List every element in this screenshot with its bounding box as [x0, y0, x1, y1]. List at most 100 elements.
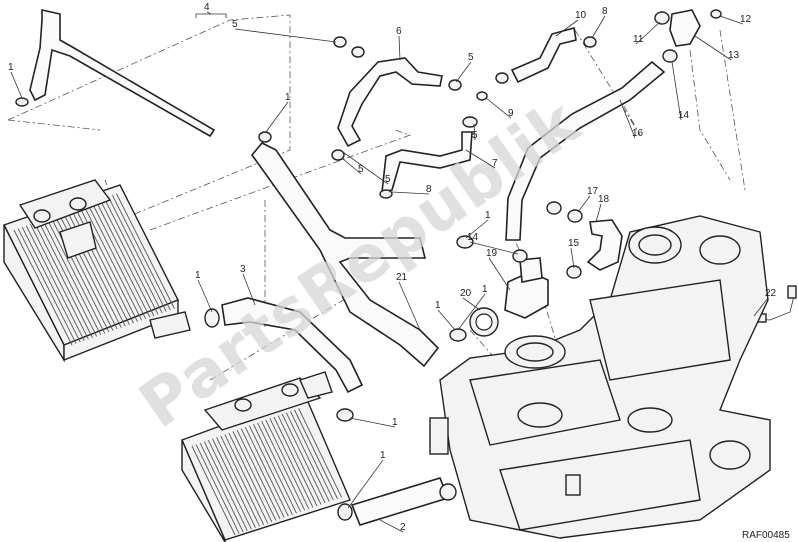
- radiator-fin: [285, 412, 330, 502]
- leader-line-1: [347, 459, 384, 509]
- radiator-fin: [87, 203, 147, 320]
- leader-line-5: [339, 149, 389, 185]
- callout-20: 20: [460, 288, 472, 299]
- callout-21: 21: [396, 272, 408, 283]
- callout-labels: 1111111123455555678891011121314141516171…: [8, 2, 777, 533]
- radiator-fin: [244, 426, 289, 517]
- leader-line-21: [398, 281, 421, 331]
- radiator-fin: [273, 416, 318, 507]
- callout-5: 5: [468, 52, 474, 63]
- radiator-fin: [277, 415, 322, 505]
- leader-line-1: [197, 279, 213, 313]
- radiator-fin: [195, 444, 240, 534]
- callout-14: 14: [678, 110, 690, 121]
- engine-block: [429, 215, 771, 539]
- coolant-hoses: [29, 9, 797, 526]
- leader-line-14: [469, 241, 519, 255]
- leader-line-6: [398, 35, 401, 61]
- radiator-fin: [199, 442, 244, 533]
- leader-line-9: [485, 97, 512, 119]
- callout-15: 15: [568, 238, 580, 249]
- radiator-fin: [298, 408, 343, 498]
- radiator-fin: [34, 222, 93, 338]
- callout-1: 1: [435, 300, 441, 311]
- radiator-fin: [91, 202, 151, 318]
- radiator-fin: [294, 409, 338, 499]
- callout-16: 16: [632, 128, 644, 139]
- callout-8: 8: [602, 6, 608, 17]
- leader-line-13: [694, 35, 732, 61]
- radiator-fin: [103, 197, 163, 314]
- clamps: [15, 9, 722, 521]
- callout-13: 13: [728, 50, 740, 61]
- callout-19: 19: [486, 248, 498, 259]
- callout-14: 14: [467, 232, 479, 243]
- leader-line-15: [570, 247, 575, 269]
- radiator-fin: [99, 199, 159, 315]
- leader-line-16: [619, 99, 636, 139]
- leader-line-19: [488, 257, 511, 291]
- leader-line-5: [234, 28, 337, 43]
- leader-line-12: [719, 15, 744, 25]
- radiator-fin: [220, 435, 265, 526]
- radiator-fin: [107, 196, 167, 312]
- callout-8: 8: [426, 184, 432, 195]
- callout-6: 6: [396, 26, 402, 37]
- callout-2: 2: [400, 522, 406, 533]
- radiator-fin: [25, 225, 85, 341]
- leader-lines: [10, 11, 769, 533]
- leader-line-5: [341, 157, 362, 175]
- leader-line-22: [753, 297, 769, 317]
- radiator-fin: [289, 411, 334, 501]
- callout-1: 1: [285, 92, 291, 103]
- radiator-fin: [240, 428, 285, 518]
- radiator-fin: [17, 228, 77, 344]
- leader-line-11: [635, 21, 661, 45]
- bracket-part-4: [195, 13, 227, 18]
- radiator-fin: [191, 445, 236, 536]
- radiator-fin: [224, 434, 269, 524]
- radiator-fin: [232, 431, 277, 521]
- radiator-fin: [248, 425, 293, 515]
- leader-line-17: [577, 195, 591, 213]
- radiator-fin: [212, 438, 256, 528]
- radiator-fin: [46, 218, 106, 334]
- radiator-fin: [95, 200, 155, 317]
- leader-line-7: [465, 149, 496, 169]
- radiator-fin: [281, 413, 326, 504]
- leader-line-1: [457, 293, 486, 331]
- callout-18: 18: [598, 194, 610, 205]
- callout-5: 5: [232, 19, 238, 30]
- leader-line-10: [555, 19, 579, 37]
- radiator-fin: [13, 229, 73, 346]
- leader-line-1: [349, 417, 396, 428]
- radiator-fin: [257, 422, 302, 512]
- callout-1: 1: [485, 210, 491, 221]
- callout-4: 4: [204, 2, 210, 13]
- callout-11: 11: [633, 34, 644, 45]
- leader-line-1: [10, 71, 23, 99]
- leader-line-20: [462, 297, 481, 311]
- radiator-fin: [38, 221, 98, 337]
- callout-3: 3: [240, 264, 246, 275]
- callout-1: 1: [482, 284, 488, 295]
- leader-line-1: [465, 219, 489, 239]
- leader-line-3: [242, 273, 256, 306]
- callout-17: 17: [587, 186, 599, 197]
- radiator-fin: [29, 223, 89, 340]
- radiator-upper: [3, 179, 191, 363]
- radiator-lower: [181, 371, 351, 542]
- radiator-fin: [207, 440, 252, 530]
- callout-9: 9: [508, 108, 514, 119]
- radiator-fin: [203, 441, 248, 531]
- callout-5: 5: [472, 130, 478, 141]
- radiator-fin: [216, 437, 261, 527]
- callout-5: 5: [358, 164, 364, 175]
- callout-12: 12: [740, 14, 752, 25]
- callout-1: 1: [392, 417, 398, 428]
- reference-code: RAF00485: [742, 530, 790, 541]
- radiator-fin: [21, 226, 81, 343]
- radiator-fin: [83, 205, 143, 321]
- radiator-fin: [111, 194, 171, 311]
